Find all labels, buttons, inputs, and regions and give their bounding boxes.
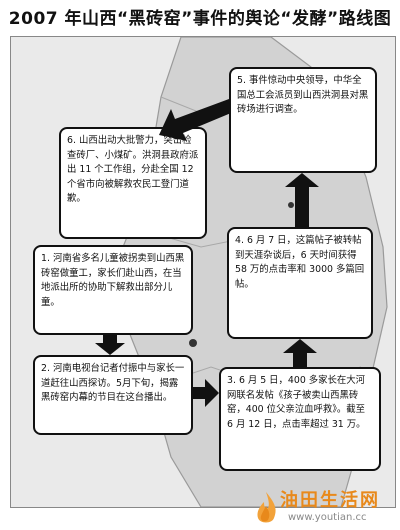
flow-diagram: 1. 河南省多名儿童被拐卖到山西黑砖窑做童工，家长们赴山西，在当地派出所的协助下… bbox=[10, 36, 396, 508]
step-number: 5. bbox=[237, 75, 246, 86]
watermark-flame-icon bbox=[257, 492, 276, 523]
step-text: 6 月 7 日，这篇帖子被转帖到天涯杂谈后，6 天时间获得 58 万的点击率和 … bbox=[235, 235, 365, 290]
watermark-name: 油田生活网 bbox=[280, 490, 380, 511]
step-1-box: 1. 河南省多名儿童被拐卖到山西黑砖窑做童工，家长们赴山西，在当地派出所的协助下… bbox=[33, 245, 193, 335]
step-text: 事件惊动中央领导，中华全国总工会派员到山西洪洞县对黑砖场进行调查。 bbox=[237, 75, 369, 115]
step-number: 6. bbox=[67, 135, 76, 146]
step-4-box: 4. 6 月 7 日，这篇帖子被转帖到天涯杂谈后，6 天时间获得 58 万的点击… bbox=[227, 227, 373, 339]
step-number: 2. bbox=[41, 363, 50, 374]
step-text: 河南电视台记者付振中与家长一道赶往山西探访。5月下旬，揭露黑砖窑内幕的节目在这台… bbox=[41, 363, 185, 403]
step-number: 3. bbox=[227, 375, 236, 386]
step-5-box: 5. 事件惊动中央领导，中华全国总工会派员到山西洪洞县对黑砖场进行调查。 bbox=[229, 67, 377, 173]
step-text: 6 月 5 日，400 多家长在大河网联名发帖《孩子被卖山西黑砖窑，400 位父… bbox=[227, 375, 366, 430]
map-dot bbox=[189, 339, 197, 347]
step-number: 1. bbox=[41, 253, 50, 264]
step-text: 河南省多名儿童被拐卖到山西黑砖窑做童工，家长们赴山西，在当地派出所的协助下解救出… bbox=[41, 253, 185, 308]
map-dot bbox=[288, 202, 294, 208]
page-title: 2007 年山西“黑砖窑”事件的舆论“发酵”路线图 bbox=[8, 9, 392, 29]
step-2-box: 2. 河南电视台记者付振中与家长一道赶往山西探访。5月下旬，揭露黑砖窑内幕的节目… bbox=[33, 355, 193, 435]
step-6-box: 6. 山西出动大批警力，突击检查砖厂、小煤矿。洪洞县政府派出 11 个工作组，分… bbox=[59, 127, 207, 239]
step-3-box: 3. 6 月 5 日，400 多家长在大河网联名发帖《孩子被卖山西黑砖窑，400… bbox=[219, 367, 381, 471]
step-number: 4. bbox=[235, 235, 244, 246]
step-text: 山西出动大批警力，突击检查砖厂、小煤矿。洪洞县政府派出 11 个工作组，分赴全国… bbox=[67, 135, 199, 204]
watermark-url: www.youtian.cc bbox=[288, 512, 367, 523]
